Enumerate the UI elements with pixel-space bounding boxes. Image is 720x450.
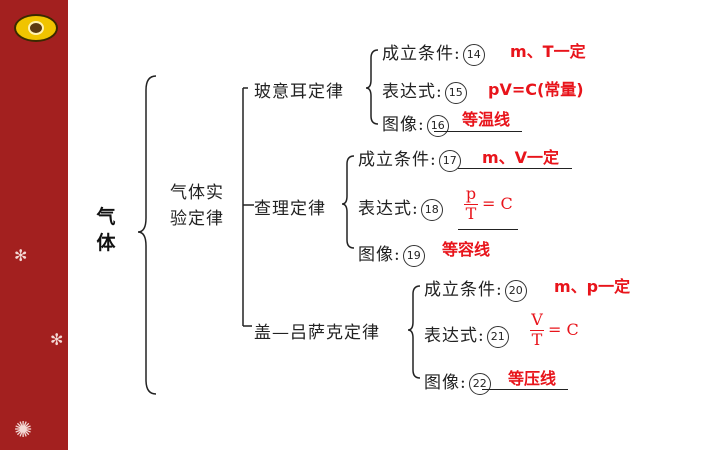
fraction-rhs: = C [482,194,513,213]
answer-text: m、T一定 [510,42,586,61]
blank-number: 16 [426,114,449,137]
row-label: 表达式:15 [382,77,467,104]
law-name-gay-lussac: 盖—吕萨克定律 [254,323,380,343]
answer-underline [458,229,518,230]
row-label: 成立条件:14 [382,39,485,66]
dandelion-icon: ✻ [14,246,28,265]
blank-number: 17 [438,149,461,172]
row-label: 成立条件:20 [424,275,527,302]
blank-number: 19 [402,244,425,267]
law-name-charles: 查理定律 [254,199,326,219]
root-label: 气体 [96,206,116,254]
fraction-numerator: V [531,310,543,329]
dandelion-icon: ✻ [50,330,64,349]
answer-text: pV=C(常量) [488,80,584,99]
answer-text: 等容线 [442,240,491,259]
blank-number: 18 [420,198,443,221]
row-label: 图像:22 [424,368,491,395]
answer-underline [434,131,522,132]
row-label: 图像:16 [382,110,449,137]
fraction-numerator: p [465,184,477,203]
logo-icon [14,14,58,42]
answer-text: m、V一定 [482,148,560,167]
answer-text: 等温线 [462,110,511,129]
left-sidebar: ✻ ✻ ✺ [0,0,68,450]
dandelion-icon: ✺ [14,418,33,443]
answer-text: 等压线 [508,369,557,388]
fraction-rhs: = C [548,320,579,339]
fraction-denominator: T [465,204,477,223]
row-label: 表达式:21 [424,321,509,348]
blank-number: 20 [504,279,527,302]
blank-number: 21 [486,325,509,348]
blank-number: 14 [462,43,485,66]
fraction-denominator: T [531,330,543,349]
answer-underline [482,389,568,390]
law-name-boyle: 玻意耳定律 [254,82,344,102]
blank-number: 22 [468,372,491,395]
answer-text: m、p一定 [554,277,631,296]
row-label: 图像:19 [358,240,425,267]
row-label: 成立条件:17 [358,145,461,172]
row-label: 表达式:18 [358,194,443,221]
middle-label: 气体实验定律 [170,183,224,229]
answer-underline [458,168,572,169]
blank-number: 15 [444,81,467,104]
